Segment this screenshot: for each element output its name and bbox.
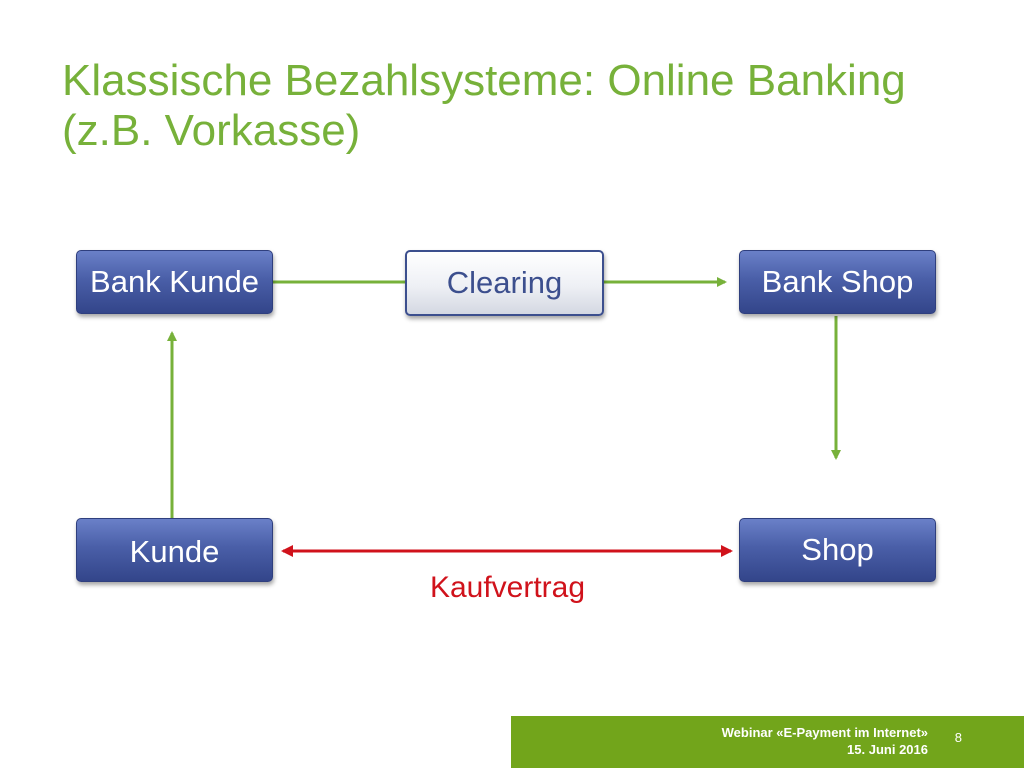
node-clearing: Clearing (405, 250, 604, 316)
node-kunde-label: Kunde (129, 534, 220, 569)
node-clearing-label: Clearing (446, 265, 563, 300)
footer-bar: Webinar «E-Payment im Internet» 15. Juni… (511, 716, 1024, 768)
node-bank-shop-label: Bank Shop (761, 264, 914, 299)
footer-date: 15. Juni 2016 (847, 742, 928, 757)
node-shop: Shop (739, 518, 936, 582)
footer-webinar-title: Webinar «E-Payment im Internet» (721, 725, 928, 740)
node-bank-shop: Bank Shop (739, 250, 936, 314)
node-shop-label: Shop (801, 532, 874, 567)
footer-text: Webinar «E-Payment im Internet» 15. Juni… (722, 724, 928, 758)
slide-title: Klassische Bezahlsysteme: Online Banking… (62, 56, 906, 155)
node-kunde: Kunde (76, 518, 273, 582)
node-bank-kunde-label: Bank Kunde (90, 264, 259, 299)
kaufvertrag-label: Kaufvertrag (429, 571, 586, 604)
node-bank-kunde: Bank Kunde (76, 250, 273, 314)
page-number: 8 (954, 730, 962, 745)
